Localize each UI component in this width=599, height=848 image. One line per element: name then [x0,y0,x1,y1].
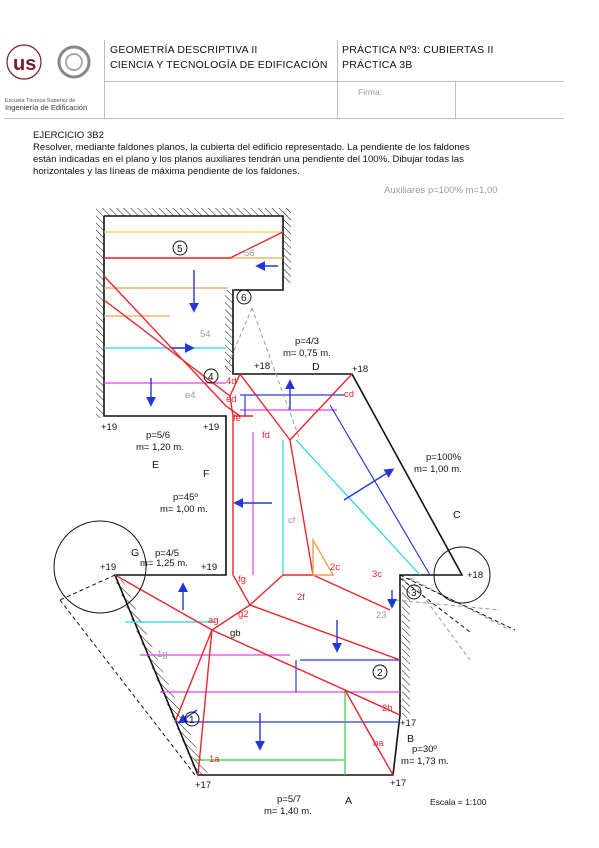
height-label: +17 [195,780,211,791]
edge-label: g2 [238,609,249,620]
header-divider [104,40,105,118]
edge-label: fg [238,574,246,585]
slope-label-C: p=100% [426,452,462,463]
practice-subtitle: PRÁCTICA 3B [342,59,413,71]
aux-circle-G [53,520,147,614]
height-label: +19 [100,562,116,573]
height-label: +17 [400,718,416,729]
modulus-label-G: m= 1,25 m. [140,558,188,569]
signature-label: Firma: [358,87,383,97]
edge-label: 23 [376,610,387,621]
face-label-F: F [203,468,209,480]
edge-label: 54 [200,329,211,340]
edge-label: cd [344,389,354,400]
face-label-D: D [312,361,320,373]
exercise-title: EJERCICIO 3B2 [33,130,104,141]
circle-label: 3 [411,588,417,599]
exercise-text-line2: están indicadas en el plano y los planos… [33,154,464,165]
slope-label-E: p=5/6 [146,430,170,441]
edge-label: 56 [244,248,255,259]
edge-label: 2b [382,703,393,714]
practice-title: PRÁCTICA Nº3: CUBIERTAS II [342,44,494,56]
modulus-label-A: m= 1,40 m. [264,806,312,817]
edge-label: 3c [372,569,382,580]
height-label: +18 [467,570,483,581]
header-divider [337,40,338,118]
edge-label: 1g [157,649,168,660]
height-label: +18 [352,364,368,375]
circle-label: 4 [208,372,214,383]
edge-label: 2f [297,592,305,603]
aux-planes-note: Auxiliares p=100% m=1,00 [384,185,498,196]
edge-label: fe [233,413,241,424]
university-logo: us Escuela Técnica Superior de Ingenierí… [4,40,104,114]
height-label: +19 [201,562,217,573]
circle-label: 2 [377,668,383,679]
modulus-label-E: m= 1,20 m. [136,442,184,453]
modulus-label-D: m= 0,75 m. [283,348,331,359]
modulus-label-F: m= 1,00 m. [160,504,208,515]
edge-label: 1a [209,754,220,765]
edge-label: 4d [226,376,237,387]
slope-label-D: p=4/3 [295,336,319,347]
exercise-text-line1: Resolver, mediante faldones planos, la c… [33,142,470,153]
edge-label: e4 [185,390,196,401]
edge-label: ed [226,394,237,405]
face-label-B: B [407,733,414,745]
school-name-line2: Ingeniería de Edificación [5,103,87,112]
circle-label: 5 [177,244,183,255]
header-rule [4,118,564,119]
aux-circle-C [433,546,491,604]
modulus-label-C: m= 1,00 m. [414,464,462,475]
course-title: GEOMETRÍA DESCRIPTIVA II [110,44,258,56]
header-rule [104,81,564,82]
slope-arrows [146,261,397,751]
face-label-A: A [345,795,352,807]
edge-label: fd [262,430,270,441]
circled-numbers: 5 6 4 3 2 1 [172,240,422,727]
scale-label: Escala = 1:100 [430,797,487,807]
exercise-text-line3: horizontales y las líneas de máxima pend… [33,166,300,177]
edge-labels: 56 54 e4 4d ed fe fd cd cf 2c 3c 2f 23 f… [157,248,393,765]
modulus-label-B: m= 1,73 m. [401,756,449,767]
height-label: +17 [390,778,406,789]
height-label: +18 [254,361,270,372]
slope-label-B: p=30º [412,744,437,755]
edge-label: 2c [330,562,340,573]
school-name-line1: Escuela Técnica Superior de [5,98,75,104]
auxiliary-construction [59,307,516,776]
slope-label-A: p=5/7 [277,794,301,805]
building-outline [103,215,464,776]
edge-label: ag [208,615,219,626]
edge-label: cf [288,515,296,526]
ridge-lines [103,231,401,776]
svg-text:us: us [13,53,36,75]
course-subtitle: CIENCIA Y TECNOLOGÍA DE EDIFICACIÓN [110,59,328,71]
logo-emblem-icon: us Escuela Técnica Superior de Ingenierí… [5,44,91,112]
slope-label-F: p=45º [173,492,198,503]
header-divider [455,82,456,118]
circle-label: 6 [241,293,247,304]
face-label-G: G [131,547,139,559]
height-label: +19 [101,422,117,433]
edge-label: gb [230,628,241,639]
circle-label: 1 [189,715,195,726]
height-label: +19 [203,422,219,433]
face-label-C: C [453,509,461,521]
face-label-E: E [152,459,159,471]
slope-label-G: p=4/5 [155,548,179,559]
edge-label: ba [373,738,384,749]
